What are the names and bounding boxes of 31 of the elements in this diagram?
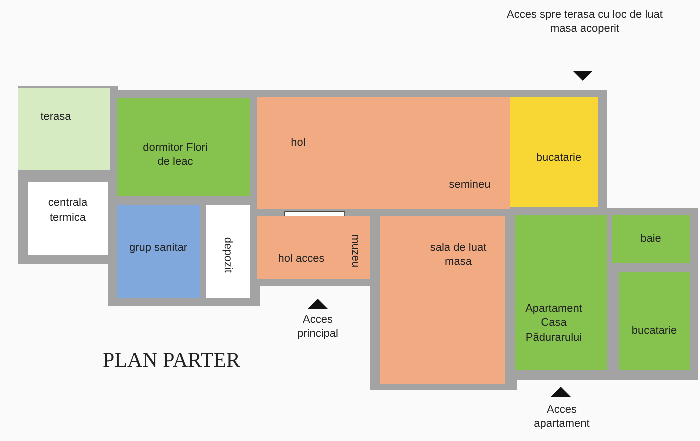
room-area <box>117 205 200 298</box>
room-label: muzeu <box>349 234 364 268</box>
room-area <box>510 97 598 207</box>
room-label: hol acces <box>278 252 325 267</box>
access-note: Acces spre terasa cu loc de luat masa acoperit <box>506 8 664 37</box>
room-label: hol <box>291 136 306 150</box>
room-area <box>257 216 346 279</box>
room-label: terasa <box>40 110 72 124</box>
access-note: Acces apartament <box>533 403 591 432</box>
room-area <box>117 98 250 196</box>
room-label: grup sanitar <box>129 241 188 256</box>
room-area <box>206 205 250 298</box>
room-label: centrala termica <box>47 196 89 225</box>
room-label: Apartament Casa Pădurarului <box>524 302 584 345</box>
room-label: bucatarie <box>536 150 582 166</box>
room-area <box>619 272 690 370</box>
room-label: dormitor Flori de leac <box>142 140 209 170</box>
room-label: semineu <box>448 178 492 192</box>
room-label: bucatarie <box>632 324 678 338</box>
plan-title: PLAN PARTER <box>103 348 240 373</box>
room-label: depozit <box>221 238 236 274</box>
room-label: baie <box>640 232 662 246</box>
room-area <box>346 216 370 279</box>
room-area <box>515 215 607 370</box>
room-area <box>28 182 108 255</box>
room-label: sala de luat masa <box>429 240 488 270</box>
room-area <box>18 88 110 170</box>
room-area <box>257 97 510 209</box>
room-area <box>380 216 505 384</box>
access-note: Acces principal <box>296 313 340 342</box>
room-area <box>612 215 690 263</box>
